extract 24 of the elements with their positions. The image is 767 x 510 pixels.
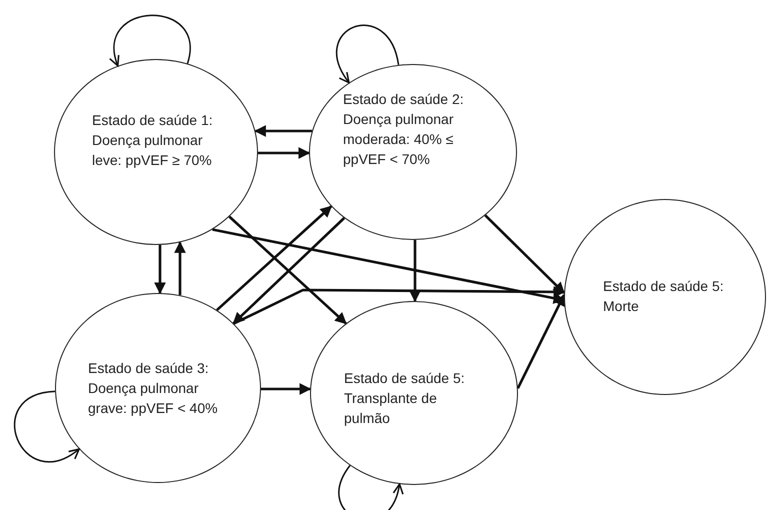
state-circle: [564, 199, 766, 395]
arrow: [484, 214, 565, 294]
state-label: Estado de saúde 1: Doença pulmonar leve: ppVEF ≥ 70%: [92, 111, 214, 170]
state-circle: [310, 301, 518, 485]
state-label: Estado de saúde 2: Doença pulmonar moderada: 40% ≤ ppVEF < 70%: [343, 90, 465, 169]
state-circle: [54, 59, 258, 245]
state-label: Estado de saúde 5: Transplante de pulmão: [344, 369, 466, 428]
arrow: [233, 286, 566, 325]
arrow: [174, 241, 186, 296]
state-circle: [55, 293, 261, 483]
self-loop-arrow: [110, 14, 191, 67]
arrow: [154, 244, 166, 294]
arrow: [216, 205, 332, 312]
self-loop-arrow: [14, 390, 80, 462]
state-label: Estado de saúde 3: Doença pulmonar grave: ppVEF < 40%: [88, 359, 219, 418]
self-loop-arrow: [338, 465, 403, 510]
arrow: [258, 147, 310, 159]
arrow: [254, 125, 312, 137]
state-circle: [309, 64, 517, 240]
self-loop-arrow: [336, 24, 400, 84]
arrow: [261, 383, 312, 395]
arrow: [409, 240, 421, 302]
state-label: Estado de saúde 5: Morte: [603, 277, 725, 316]
arrow: [516, 294, 566, 389]
